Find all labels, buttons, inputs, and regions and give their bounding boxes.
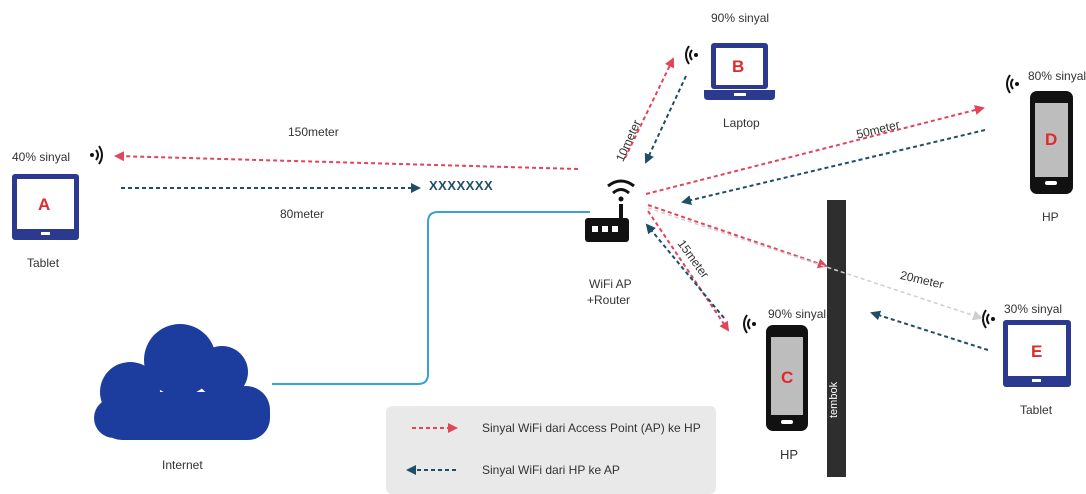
legend-ap-to-hp: Sinyal WiFi dari Access Point (AP) ke HP	[482, 421, 701, 435]
device-e-letter: E	[1031, 342, 1043, 361]
arrow-ap-to-c	[647, 210, 730, 332]
tablet-e-icon	[1003, 320, 1071, 387]
signal-d: 80% sinyal	[1028, 69, 1086, 83]
signal-a: 40% sinyal	[12, 150, 71, 164]
wifi-signal-a-icon	[90, 145, 103, 165]
wifi-signal-d-icon	[1006, 74, 1019, 94]
phone-d-icon	[1030, 91, 1073, 194]
arrow-weak-to-e	[647, 207, 983, 321]
arrow-ap-to-b	[624, 57, 675, 159]
legend-hp-to-ap: Sinyal WiFi dari HP ke AP	[482, 463, 620, 477]
signal-e: 30% sinyal	[1004, 302, 1063, 316]
label-b: Laptop	[723, 116, 760, 130]
distance-a-150: 150meter	[288, 125, 339, 139]
wifi-signal-b-icon	[685, 45, 698, 65]
laptop-b-icon	[704, 43, 775, 100]
device-a-letter: A	[38, 195, 51, 214]
arrow-b-to-ap	[644, 75, 687, 164]
distance-a-80: 80meter	[280, 207, 325, 221]
label-e: Tablet	[1020, 403, 1053, 417]
router-label-2: +Router	[587, 293, 631, 307]
arrow-ap-to-a	[114, 151, 579, 170]
device-d-letter: D	[1045, 130, 1058, 149]
label-d: HP	[1042, 210, 1059, 224]
arrow-ap-to-d	[645, 105, 985, 195]
blocked-signal-marker: XXXXXXX	[429, 178, 494, 193]
arrow-e-to-wall	[870, 310, 989, 351]
cloud-icon	[94, 324, 270, 440]
router-icon	[585, 179, 635, 242]
wifi-signal-c-icon	[743, 314, 756, 334]
device-b-letter: B	[732, 57, 745, 76]
arrow-d-to-ap	[681, 129, 986, 206]
arrow-c-to-ap	[645, 223, 725, 319]
arrow-ap-to-wall	[647, 204, 828, 269]
tablet-a-icon	[12, 174, 79, 240]
phone-c-icon	[766, 325, 808, 431]
wall	[827, 200, 846, 477]
label-a: Tablet	[27, 256, 60, 270]
label-c: HP	[780, 447, 799, 462]
router-label-1: WiFi AP	[589, 277, 632, 291]
wifi-signal-e-icon	[982, 309, 995, 329]
legend-arrows	[406, 423, 458, 475]
legend: Sinyal WiFi dari Access Point (AP) ke HP…	[386, 406, 716, 494]
signal-c: 90% sinyal	[768, 307, 827, 321]
internet-label: Internet	[162, 458, 203, 472]
signal-b: 90% sinyal	[711, 11, 770, 25]
network-cable	[272, 211, 590, 385]
device-c-letter: C	[781, 368, 794, 387]
wall-label: tembok	[828, 381, 840, 418]
